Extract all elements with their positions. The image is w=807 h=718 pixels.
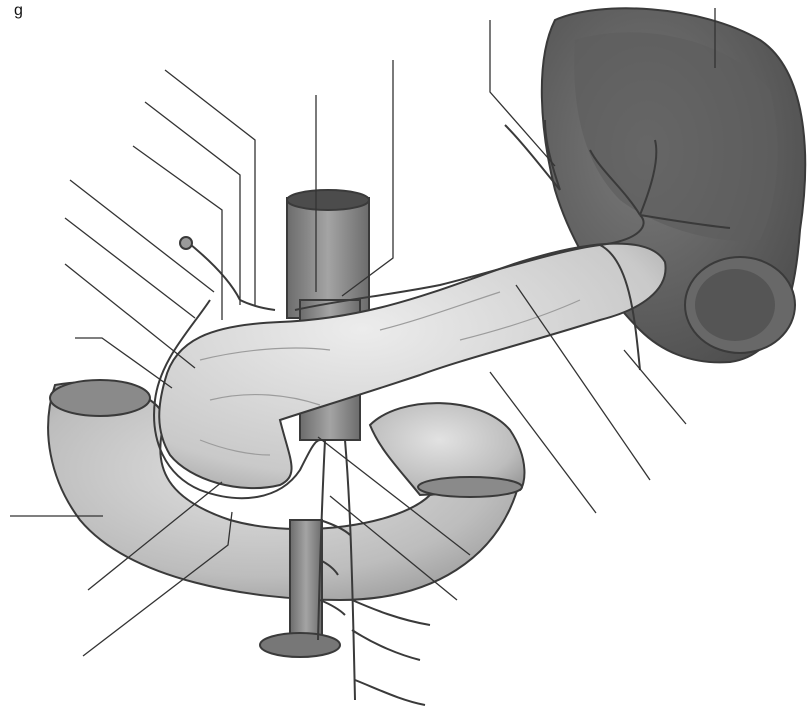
- leader-line-15: [624, 350, 686, 424]
- leader-line-3: [133, 146, 222, 320]
- leader-line-6: [65, 264, 195, 368]
- leader-line-1: [165, 70, 255, 305]
- leader-line-5: [65, 218, 195, 318]
- leader-line-4: [70, 180, 214, 292]
- diagram-caption: g: [14, 2, 23, 20]
- jejunum-icon: [370, 403, 524, 497]
